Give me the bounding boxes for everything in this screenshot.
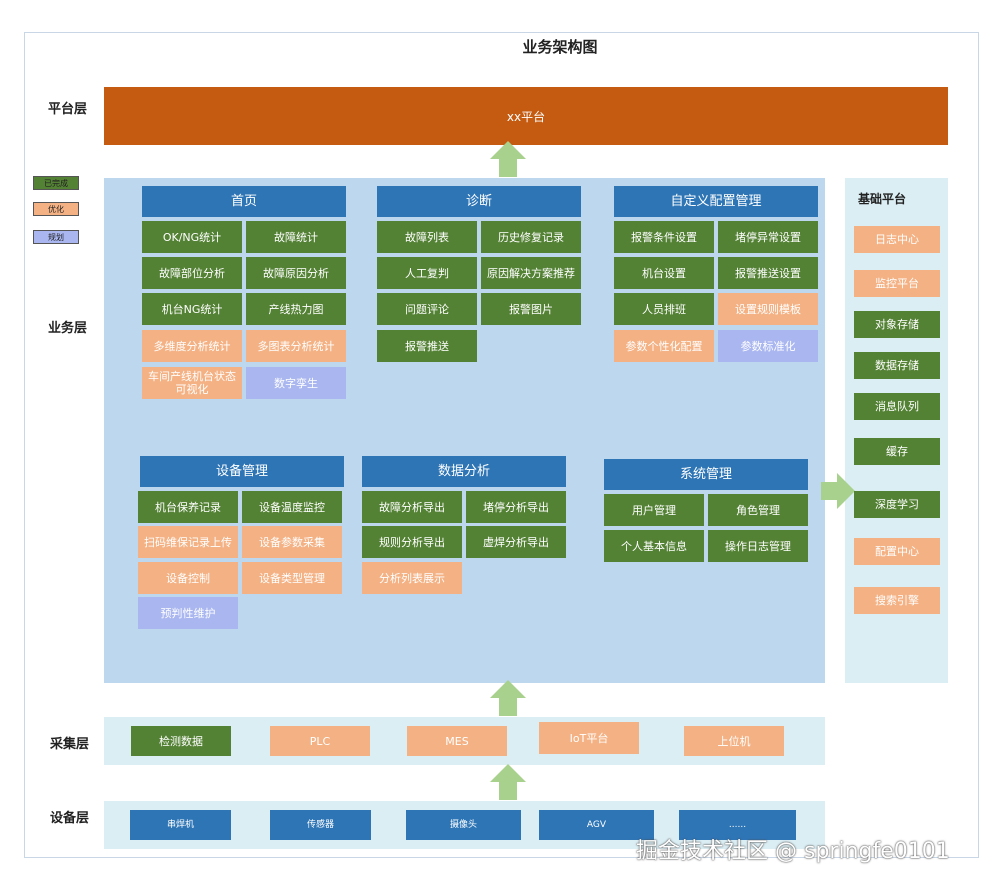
item-base-platform: 配置中心: [854, 538, 940, 565]
item-device: AGV: [539, 810, 654, 840]
item-system: 用户管理: [604, 494, 704, 526]
item-custom-config: 人员排班: [614, 293, 714, 325]
item-diagnosis: 原因解决方案推荐: [481, 257, 581, 289]
item-custom-config: 参数标准化: [718, 330, 818, 362]
item-custom-config: 报警条件设置: [614, 221, 714, 253]
item-equipment: 预判性维护: [138, 597, 238, 629]
layer-label-collection: 采集层: [50, 737, 90, 752]
item-home: 故障部位分析: [142, 257, 242, 289]
item-base-platform: 搜索引擎: [854, 587, 940, 614]
item-base-platform: 监控平台: [854, 270, 940, 297]
item-home: 数字孪生: [246, 367, 346, 399]
module-title-data-analysis: 数据分析: [362, 456, 566, 487]
item-home: 故障统计: [246, 221, 346, 253]
module-title-home: 首页: [142, 186, 346, 217]
item-diagnosis: 人工复判: [377, 257, 477, 289]
arrow-up-icon: [490, 680, 526, 716]
layer-label-business: 业务层: [48, 321, 88, 336]
item-device: 串焊机: [130, 810, 231, 840]
item-system: 个人基本信息: [604, 530, 704, 562]
item-data-analysis: 规则分析导出: [362, 526, 462, 558]
item-base-platform: 数据存储: [854, 352, 940, 379]
item-home: OK/NG统计: [142, 221, 242, 253]
item-system: 角色管理: [708, 494, 808, 526]
item-base-platform: 日志中心: [854, 226, 940, 253]
item-data-analysis: 分析列表展示: [362, 562, 462, 594]
item-diagnosis: 报警图片: [481, 293, 581, 325]
diagram-title: 业务架构图: [522, 38, 598, 56]
item-device: 摄像头: [406, 810, 521, 840]
item-home: 产线热力图: [246, 293, 346, 325]
base-platform-title: 基础平台: [858, 192, 907, 206]
item-home: 多维度分析统计: [142, 330, 242, 362]
item-equipment: 设备参数采集: [242, 526, 342, 558]
item-diagnosis: 问题评论: [377, 293, 477, 325]
item-collection: 检测数据: [131, 726, 231, 756]
arrow-up-icon: [490, 764, 526, 800]
item-base-platform: 深度学习: [854, 491, 940, 518]
module-title-system: 系统管理: [604, 459, 808, 490]
item-equipment: 扫码维保记录上传: [138, 526, 238, 558]
item-data-analysis: 堵停分析导出: [466, 491, 566, 523]
arrow-right-icon: [821, 473, 855, 509]
item-home: 故障原因分析: [246, 257, 346, 289]
item-collection: IoT平台: [539, 722, 639, 754]
item-diagnosis: 历史修复记录: [481, 221, 581, 253]
item-equipment: 设备温度监控: [242, 491, 342, 523]
item-collection: 上位机: [684, 726, 784, 756]
item-equipment: 设备类型管理: [242, 562, 342, 594]
item-system: 操作日志管理: [708, 530, 808, 562]
platform-bar: xx平台: [104, 87, 948, 145]
item-custom-config: 设置规则模板: [718, 293, 818, 325]
legend-plan: 规划: [33, 230, 79, 244]
item-custom-config: 机台设置: [614, 257, 714, 289]
item-diagnosis: 报警推送: [377, 330, 477, 362]
layer-label-platform: 平台层: [48, 102, 88, 117]
item-data-analysis: 故障分析导出: [362, 491, 462, 523]
item-home: 机台NG统计: [142, 293, 242, 325]
watermark: 掘金技术社区 @ springfe0101: [636, 839, 950, 864]
module-title-diagnosis: 诊断: [377, 186, 581, 217]
item-equipment: 机台保养记录: [138, 491, 238, 523]
item-base-platform: 对象存储: [854, 311, 940, 338]
item-device: 传感器: [270, 810, 371, 840]
item-base-platform: 缓存: [854, 438, 940, 465]
diagram-frame: [24, 32, 979, 858]
item-collection: PLC: [270, 726, 370, 756]
layer-label-device: 设备层: [50, 811, 90, 826]
legend-done: 已完成: [33, 176, 79, 190]
item-custom-config: 报警推送设置: [718, 257, 818, 289]
item-collection: MES: [407, 726, 507, 756]
arrow-up-icon: [490, 141, 526, 177]
item-custom-config: 堵停异常设置: [718, 221, 818, 253]
module-title-equipment: 设备管理: [140, 456, 344, 487]
legend-optimize: 优化: [33, 202, 79, 216]
item-data-analysis: 虚焊分析导出: [466, 526, 566, 558]
item-device: ......: [679, 810, 796, 840]
item-equipment: 设备控制: [138, 562, 238, 594]
module-title-custom-config: 自定义配置管理: [614, 186, 818, 217]
item-home: 车间产线机台状态可视化: [142, 367, 242, 399]
item-home: 多图表分析统计: [246, 330, 346, 362]
item-base-platform: 消息队列: [854, 393, 940, 420]
item-custom-config: 参数个性化配置: [614, 330, 714, 362]
item-diagnosis: 故障列表: [377, 221, 477, 253]
